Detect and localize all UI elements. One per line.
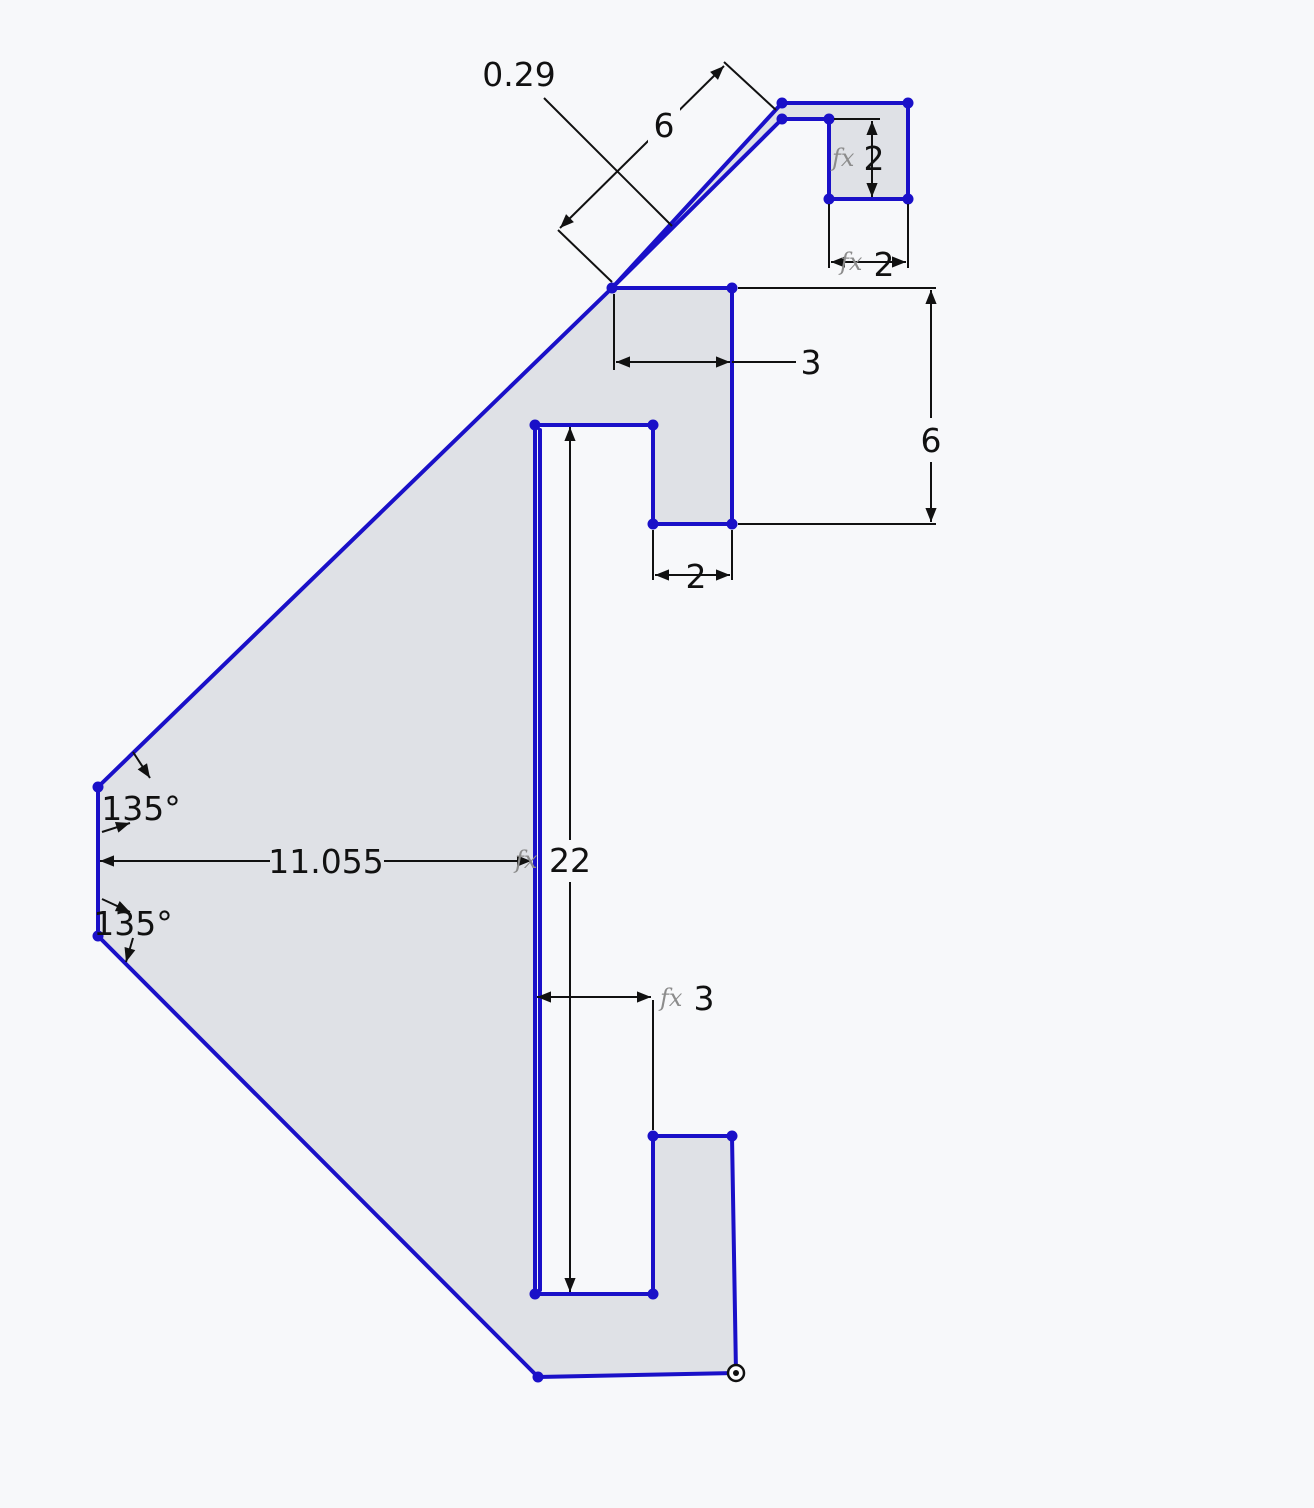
vertex[interactable] (92, 930, 104, 942)
vertex[interactable] (776, 113, 788, 125)
fx-icon: fx (658, 984, 683, 1012)
dim-slot-gap[interactable]: 0.29 (482, 55, 555, 94)
vertex[interactable] (823, 193, 835, 205)
vertex[interactable] (823, 113, 835, 125)
dim-upper-angle[interactable]: 135° (101, 789, 181, 828)
vertex[interactable] (726, 282, 738, 294)
dim-top-tab-height[interactable]: 2 (864, 139, 885, 178)
dim-upper-block-width[interactable]: 3 (801, 343, 822, 382)
vertex[interactable] (776, 97, 788, 109)
dimensions: 6 0.29 fx 2 fx 2 3 6 2 135° (93, 55, 948, 1292)
vertex[interactable] (532, 1371, 544, 1383)
dim-slot-width[interactable]: 3 (694, 979, 715, 1018)
dim-upper-block-height[interactable]: 6 (921, 421, 942, 460)
dim-flange-length[interactable]: 6 (654, 106, 675, 145)
main-region[interactable] (98, 103, 908, 1377)
origin-icon[interactable] (726, 1363, 746, 1383)
dim-lower-angle[interactable]: 135° (93, 904, 173, 943)
vertex[interactable] (92, 781, 104, 793)
vertex[interactable] (902, 193, 914, 205)
vertex[interactable] (529, 1288, 541, 1300)
vertex[interactable] (726, 518, 738, 530)
dim-slot-height[interactable]: 22 (549, 841, 591, 880)
vertex[interactable] (647, 1130, 659, 1142)
vertex[interactable] (647, 419, 659, 431)
vertex[interactable] (902, 97, 914, 109)
vertex[interactable] (529, 419, 541, 431)
vertex[interactable] (606, 282, 618, 294)
dim-notch-width[interactable]: 2 (686, 557, 707, 596)
vertex[interactable] (647, 1288, 659, 1300)
vertex[interactable] (726, 1130, 738, 1142)
fx-icon: fx (830, 144, 855, 172)
dim-leader-slot-gap[interactable] (543, 97, 673, 227)
dim-offset-width[interactable]: 11.055 (268, 842, 383, 881)
fx-icon: fx (838, 248, 863, 276)
fx-icon: fx (513, 846, 538, 874)
dim-top-tab-width[interactable]: 2 (874, 245, 895, 284)
sketch-vertices[interactable] (92, 97, 914, 1383)
vertex[interactable] (647, 518, 659, 530)
dim-line-flange-length[interactable] (559, 65, 725, 229)
flange-outer-line[interactable] (610, 101, 910, 290)
